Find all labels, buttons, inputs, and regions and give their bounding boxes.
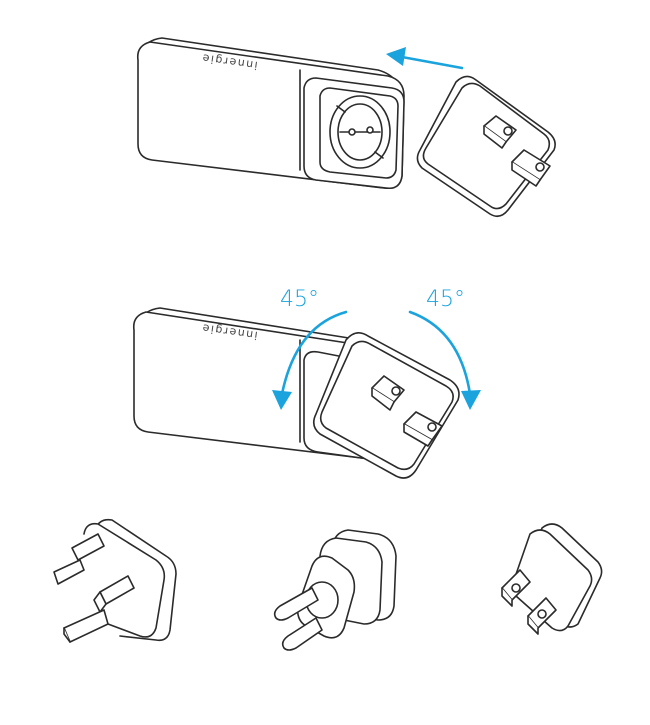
uk-earth-pin bbox=[71, 533, 105, 561]
us-plug-head-middle bbox=[312, 332, 460, 479]
step2-rotate: innergie 45° 45° bbox=[132, 287, 481, 479]
eu-plug-pins bbox=[273, 587, 323, 651]
us-plug-prongs-middle bbox=[371, 375, 443, 447]
step1-attach: innergie bbox=[136, 37, 556, 218]
uk-plug bbox=[53, 518, 177, 643]
slide-arrow bbox=[386, 47, 464, 70]
us-plug-prongs bbox=[501, 569, 557, 635]
us-plug bbox=[501, 523, 603, 635]
rotate-arrow-left bbox=[272, 310, 348, 410]
rotate-arrow-right bbox=[408, 310, 481, 410]
charger-body-top: innergie bbox=[136, 37, 405, 190]
eu-plug bbox=[273, 529, 397, 651]
plug-options bbox=[53, 518, 603, 651]
us-plug-head-top bbox=[416, 75, 556, 218]
rotation-label-left: 45° bbox=[280, 287, 319, 312]
rotation-label-right: 45° bbox=[426, 287, 465, 312]
us-plug-prongs-top bbox=[483, 115, 551, 187]
